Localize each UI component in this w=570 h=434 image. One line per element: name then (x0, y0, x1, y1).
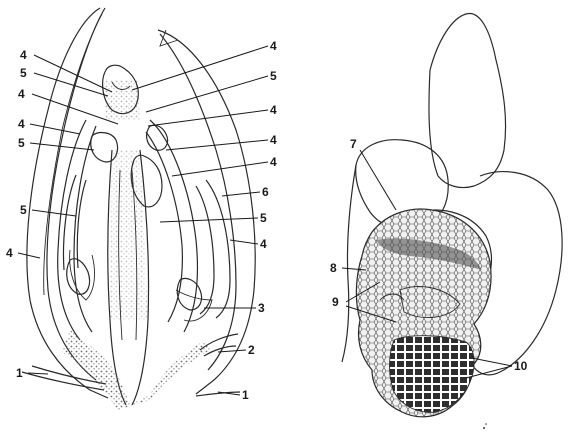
leader-l4b (132, 46, 268, 90)
stray-dot (483, 427, 485, 429)
label-4: 4 (6, 246, 13, 260)
label-4: 4 (270, 103, 277, 117)
label-5: 5 (20, 203, 27, 217)
label-4: 4 (270, 133, 277, 147)
leader-l7 (360, 150, 396, 210)
label-4: 4 (18, 87, 25, 101)
label-4: 4 (260, 237, 267, 251)
label-6: 6 (262, 185, 269, 199)
leader-l4d (30, 124, 80, 134)
leader-l6 (222, 192, 260, 196)
label-3: 3 (258, 301, 265, 315)
label-7: 7 (350, 137, 357, 151)
label-5: 5 (18, 136, 25, 150)
label-4: 4 (270, 39, 277, 53)
label-9: 9 (332, 295, 339, 309)
tissue-section (342, 13, 562, 416)
label-5: 5 (270, 69, 277, 83)
label-1: 1 (16, 366, 23, 380)
leader-l4a (34, 55, 112, 92)
label-1: 1 (242, 388, 249, 402)
label-5: 5 (20, 66, 27, 80)
label-4: 4 (270, 155, 277, 169)
label-8: 8 (330, 261, 337, 275)
label-10: 10 (514, 359, 528, 373)
stray-dot (485, 423, 487, 425)
label-5: 5 (260, 211, 267, 225)
leader-l4e (148, 110, 268, 126)
leader-l4f (166, 140, 268, 150)
label-4: 4 (20, 48, 27, 62)
leader-l1a (28, 373, 48, 374)
label-2: 2 (248, 343, 255, 357)
shoot-apex-section (22, 8, 255, 410)
leader-l5b (146, 76, 268, 112)
leader-l10a (472, 358, 512, 366)
leader-l5e (32, 210, 76, 216)
leader-l4h (18, 253, 40, 258)
label-4: 4 (18, 117, 25, 131)
